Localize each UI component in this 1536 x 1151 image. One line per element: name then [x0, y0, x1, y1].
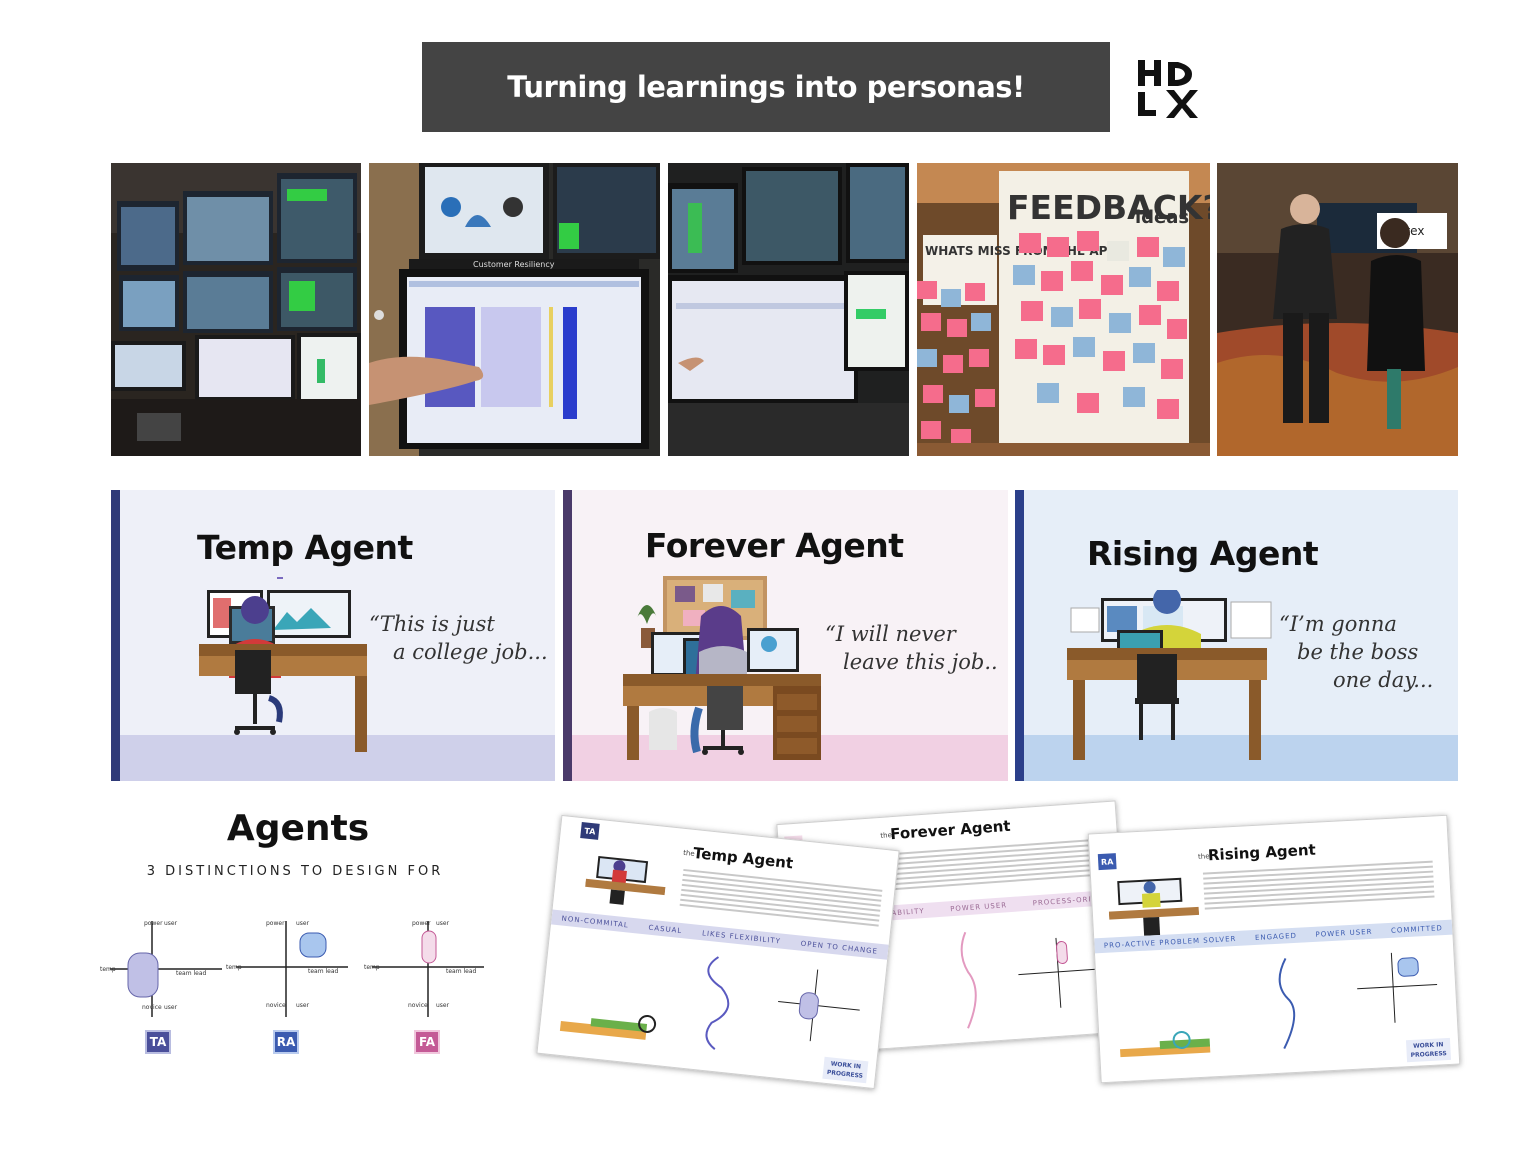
axis-label-bottom: novice: [266, 1002, 286, 1009]
persona-name: Rising Agent: [1087, 534, 1319, 573]
photo-agent-desk: [668, 163, 909, 456]
temp-agent-illustration: [199, 577, 367, 752]
photo-control-room: [111, 163, 361, 456]
rising-agent-illustration: [1067, 590, 1272, 760]
persona-name: Forever Agent: [645, 526, 904, 565]
axis-label-bottom: novice: [408, 1002, 428, 1009]
axis-label-left: temp: [226, 964, 242, 971]
sheet-attitude-chart: [559, 956, 860, 1050]
sheet-title: Rising Agent: [1207, 840, 1317, 865]
axis-label-right: team lead: [308, 968, 339, 975]
quadrant-forever-agent: power user temp team lead novice user: [364, 920, 484, 1017]
sheet-attitude-chart: [1120, 952, 1438, 1058]
persona-name: Temp Agent: [197, 528, 413, 567]
persona-accent-bar: [1015, 490, 1024, 781]
axis-label-bottom-right: user: [436, 1002, 450, 1009]
sheet-wip-badge: WORK IN PROGRESS: [1405, 1037, 1452, 1063]
persona-card-forever-agent: Forever Agent “I will never leave this j…: [563, 490, 1008, 781]
sheet-body-text: [889, 838, 1106, 893]
persona-card-rising-agent: Rising Agent “I’m gonna be the boss one …: [1015, 490, 1458, 781]
photo-customer-resiliency: Customer Resiliency: [369, 163, 660, 456]
persona-quote-line-1: “This is just: [369, 612, 495, 636]
agents-title: Agents: [226, 808, 370, 849]
persona-quote-line-3: one day...: [1333, 668, 1434, 692]
badge-fa: FA: [414, 1030, 440, 1054]
sheet-body-text: [679, 868, 883, 930]
sheet-title: Temp Agent: [692, 843, 794, 873]
board-text-ideas: ideas: [1135, 207, 1189, 228]
axis-label-top: power: [266, 920, 285, 927]
persona-sheet-rising: RA the Rising Agent PRO-ACTIVE PROBLEM S…: [1087, 814, 1461, 1084]
sheet-attitude-chart: [960, 931, 1109, 1029]
sheet-body-text: [1202, 860, 1435, 913]
board-text: FEEDBACK?: [1007, 188, 1210, 227]
persona-quote-line-2: be the boss: [1297, 640, 1419, 664]
axis-label-top: power: [412, 920, 431, 927]
hdlx-logo: [1138, 60, 1198, 118]
persona-quote-line-1: “I will never: [825, 622, 956, 646]
badge-ra: RA: [273, 1030, 299, 1054]
axis-label-bottom-right: user: [296, 1002, 310, 1009]
sheet-title: Forever Agent: [889, 816, 1012, 844]
axis-label-top-right: user: [436, 920, 450, 927]
sheet-tag: TA: [580, 822, 600, 840]
axis-label-top: power: [144, 920, 163, 927]
axis-label-right: team lead: [446, 968, 477, 975]
page-title-bar: Turning learnings into personas!: [422, 42, 1110, 132]
axis-label-bottom: novice: [142, 1004, 162, 1011]
axis-label-left: temp: [364, 964, 380, 971]
photo-caption: Customer Resiliency: [473, 260, 555, 269]
persona-accent-bar: [111, 490, 120, 781]
persona-quote-line-1: “I’m gonna: [1279, 612, 1397, 636]
photo-conference: avtex: [1217, 163, 1458, 456]
agents-subtitle: 3 DISTINCTIONS TO DESIGN FOR: [146, 864, 444, 879]
persona-card-temp-agent: Temp Agent “This is just a college job..…: [111, 490, 555, 781]
photo-feedback-board: FEEDBACK? ideas WHATS MISS FROM THE AP: [917, 163, 1210, 456]
axis-label-bottom-right: user: [164, 1004, 178, 1011]
persona-accent-bar: [563, 490, 572, 781]
sheet-tag: RA: [1097, 853, 1117, 871]
axis-label-top-right: user: [296, 920, 310, 927]
persona-quote-line-2: a college job...: [393, 640, 548, 664]
axis-label-right: team lead: [176, 970, 207, 977]
axis-label-left: temp: [100, 966, 116, 973]
sheet-illustration: [585, 855, 666, 905]
page-title: Turning learnings into personas!: [507, 70, 1025, 104]
sheet-illustration: [1108, 877, 1200, 936]
sheet-wip-badge: WORK IN PROGRESS: [822, 1056, 869, 1084]
persona-quote-line-2: leave this job..: [843, 650, 998, 674]
axis-label-top-right: user: [164, 920, 178, 927]
badge-ta: TA: [145, 1030, 171, 1054]
forever-agent-illustration: [623, 576, 821, 760]
persona-floor: [1024, 735, 1458, 781]
persona-floor: [120, 735, 555, 781]
quadrant-rising-agent: power user temp team lead novice user: [226, 920, 348, 1017]
quadrant-temp-agent: power user temp team lead novice user: [100, 920, 222, 1017]
